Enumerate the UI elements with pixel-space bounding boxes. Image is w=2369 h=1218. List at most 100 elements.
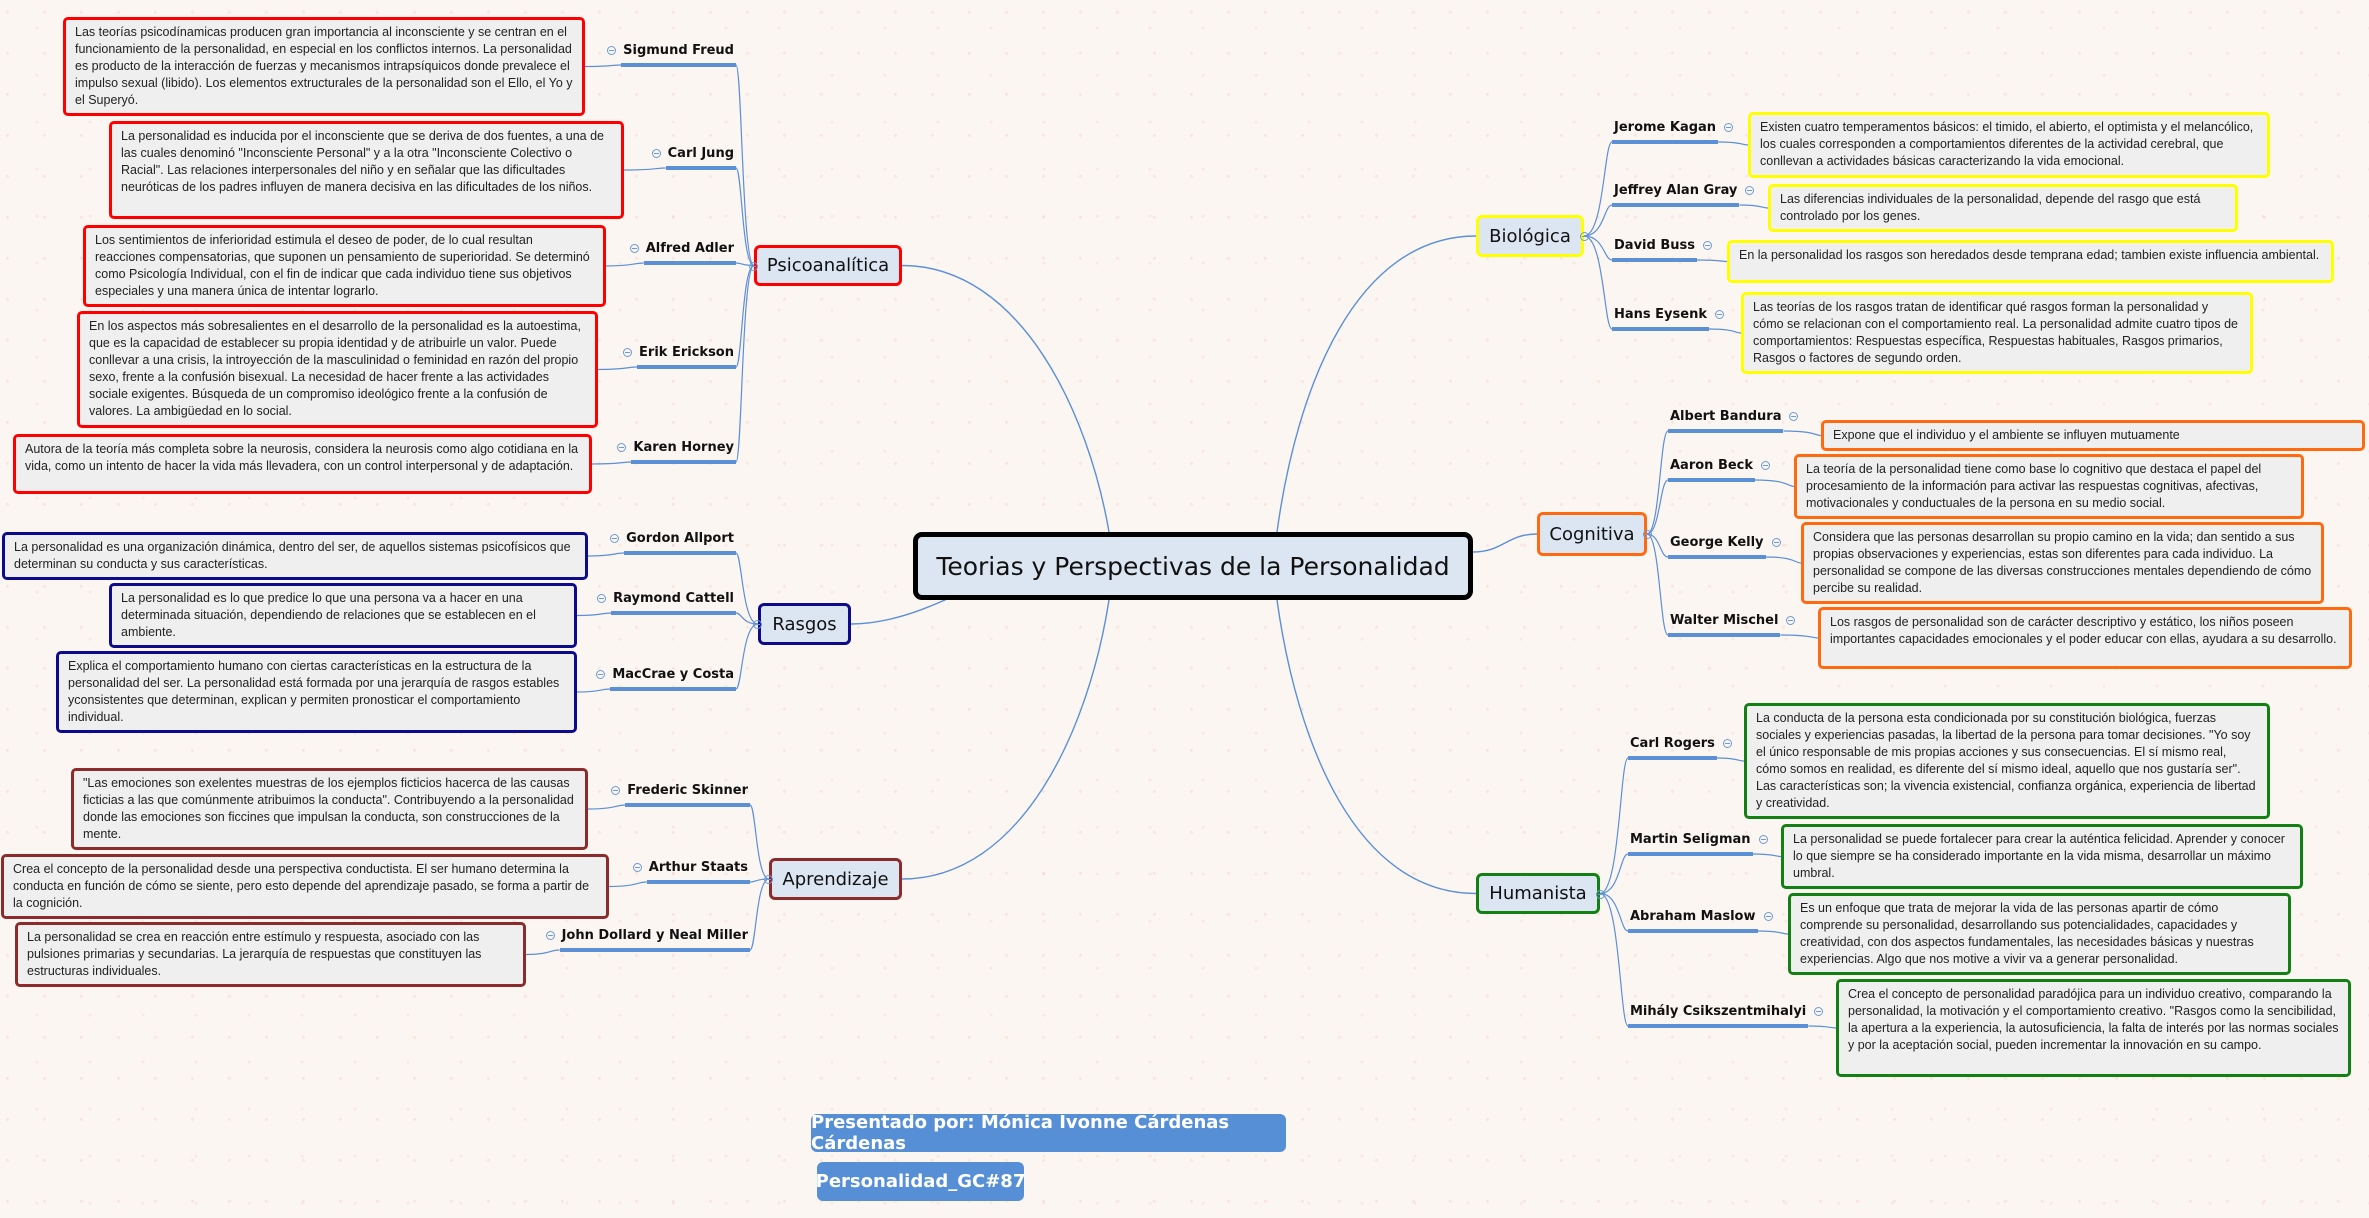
collapse-icon[interactable] (753, 620, 762, 629)
collapse-icon[interactable] (607, 46, 617, 55)
spine-connector (1646, 479, 1669, 535)
collapse-icon[interactable] (764, 875, 773, 884)
description-box: La teoría de la personalidad tiene como … (1794, 454, 2304, 519)
description-connector (576, 612, 612, 617)
child-topic[interactable]: Carl Jung (665, 146, 736, 170)
description-box: Es un enfoque que trata de mejorar la vi… (1788, 893, 2291, 975)
branch-connector (901, 264, 1110, 533)
collapse-icon[interactable] (1789, 412, 1799, 421)
collapse-icon[interactable] (1596, 889, 1605, 899)
child-topic[interactable]: MacCrae y Costa (610, 667, 736, 691)
collapse-icon[interactable] (1814, 1007, 1824, 1016)
description-connector (1808, 1025, 1837, 1029)
spine-connector (1646, 533, 1669, 636)
child-topic[interactable]: Jerome Kagan (1612, 120, 1719, 144)
child-topic[interactable]: Arthur Staats (646, 860, 750, 884)
spine-connector (735, 623, 759, 690)
description-box: En los aspectos más sobresalientes en el… (77, 311, 598, 428)
child-topic[interactable]: Aaron Beck (1668, 458, 1756, 482)
child-topic[interactable]: Jeffrey Alan Gray (1612, 183, 1740, 207)
branch-rasgos[interactable]: Rasgos (758, 603, 851, 645)
child-topic[interactable]: Walter Mischel (1668, 613, 1781, 637)
collapse-icon[interactable] (1643, 530, 1652, 539)
branch-label: Biológica (1489, 225, 1571, 247)
child-topic[interactable]: Raymond Cattell (611, 591, 736, 615)
collapse-icon[interactable] (629, 244, 639, 253)
branch-psicoanalitica[interactable]: Psicoanalítica (754, 245, 902, 286)
collapse-icon[interactable] (1771, 538, 1781, 547)
description-box: Expone que el individuo y el ambiente se… (1821, 420, 2365, 451)
description-box: La personalidad es inducida por el incon… (109, 121, 624, 219)
branch-connector (1276, 599, 1477, 895)
child-topic[interactable]: David Buss (1612, 238, 1697, 262)
child-topic[interactable]: Carl Rogers (1628, 736, 1717, 760)
child-topic[interactable]: George Kelly (1668, 535, 1766, 559)
description-connector (1739, 204, 1769, 209)
child-topic[interactable]: Erik Erickson (637, 345, 736, 369)
collapse-icon[interactable] (1714, 310, 1724, 319)
spine-connector (1599, 757, 1629, 895)
presenter-text: Presentado por: Mónica Ivonne Cárdenas C… (811, 1112, 1230, 1154)
collapse-icon[interactable] (617, 443, 627, 452)
description-connector (591, 461, 632, 465)
description-box: Autora de la teoría más completa sobre l… (13, 434, 592, 494)
tag-label[interactable]: Personalidad_GC#87 (815, 1162, 1026, 1201)
description-box: En la personalidad los rasgos son hereda… (1727, 240, 2334, 283)
collapse-icon[interactable] (1745, 186, 1755, 195)
collapse-icon[interactable] (610, 534, 620, 543)
description-connector (1755, 479, 1795, 488)
child-topic[interactable]: Alfred Adler (643, 241, 736, 265)
child-topic[interactable]: Mihály Csikszentmihalyi (1628, 1004, 1809, 1028)
description-box: Las teorías de los rasgos tratan de iden… (1741, 292, 2253, 374)
spine-connector (1599, 892, 1629, 1027)
description-connector (587, 552, 625, 557)
child-topic[interactable]: Frederic Skinner (625, 783, 750, 807)
collapse-icon[interactable] (651, 149, 661, 158)
branch-label: Humanista (1489, 883, 1587, 904)
description-box: La personalidad es una organización diná… (2, 532, 588, 580)
presenter-label[interactable]: Presentado por: Mónica Ivonne Cárdenas C… (811, 1112, 1286, 1154)
description-box: La personalidad se puede fortalecer para… (1781, 824, 2303, 889)
branch-humanista[interactable]: Humanista (1476, 873, 1600, 914)
description-connector (605, 262, 644, 267)
collapse-icon[interactable] (596, 670, 606, 679)
description-connector (587, 804, 626, 810)
collapse-icon[interactable] (1722, 739, 1732, 748)
child-topic[interactable]: Gordon Allport (624, 531, 736, 555)
collapse-icon[interactable] (597, 594, 607, 603)
collapse-icon[interactable] (1761, 461, 1771, 470)
collapse-icon[interactable] (623, 348, 633, 357)
child-topic[interactable]: John Dollard y Neal Miller (559, 928, 750, 952)
collapse-icon[interactable] (1702, 241, 1712, 250)
branch-biologica[interactable]: Biológica (1476, 215, 1584, 257)
description-box: Crea el concepto de personalidad paradój… (1836, 979, 2351, 1077)
branch-cognitiva[interactable]: Cognitiva (1537, 512, 1647, 556)
collapse-icon[interactable] (632, 863, 642, 872)
tag-text: Personalidad_GC#87 (815, 1171, 1026, 1192)
central-topic-title: Teorias y Perspectivas de la Personalida… (936, 551, 1450, 581)
collapse-icon[interactable] (749, 261, 758, 271)
collapse-icon[interactable] (545, 931, 555, 940)
collapse-icon[interactable] (1758, 835, 1768, 844)
child-topic[interactable]: Karen Horney (631, 440, 736, 464)
description-connector (597, 366, 638, 371)
description-connector (584, 64, 622, 68)
branch-connector (1276, 235, 1477, 533)
central-topic[interactable]: Teorias y Perspectivas de la Personalida… (913, 532, 1473, 600)
branch-aprendizaje[interactable]: Aprendizaje (769, 858, 902, 900)
collapse-icon[interactable] (1786, 616, 1796, 625)
collapse-icon[interactable] (1724, 123, 1734, 132)
collapse-icon[interactable] (611, 786, 621, 795)
child-topic[interactable]: Hans Eysenk (1612, 307, 1709, 331)
collapse-icon[interactable] (1580, 232, 1589, 241)
collapse-icon[interactable] (1763, 912, 1773, 921)
child-topic[interactable]: Abraham Maslow (1628, 909, 1758, 933)
spine-connector (735, 552, 759, 625)
child-topic[interactable]: Martin Seligman (1628, 832, 1753, 856)
description-box: La personalidad es lo que predice lo que… (109, 583, 577, 648)
spine-connector (1599, 853, 1629, 895)
branch-connector (1472, 533, 1538, 553)
child-topic[interactable]: Albert Bandura (1668, 409, 1784, 433)
description-box: La personalidad se crea en reacción entr… (15, 922, 526, 987)
child-topic[interactable]: Sigmund Freud (621, 43, 736, 67)
